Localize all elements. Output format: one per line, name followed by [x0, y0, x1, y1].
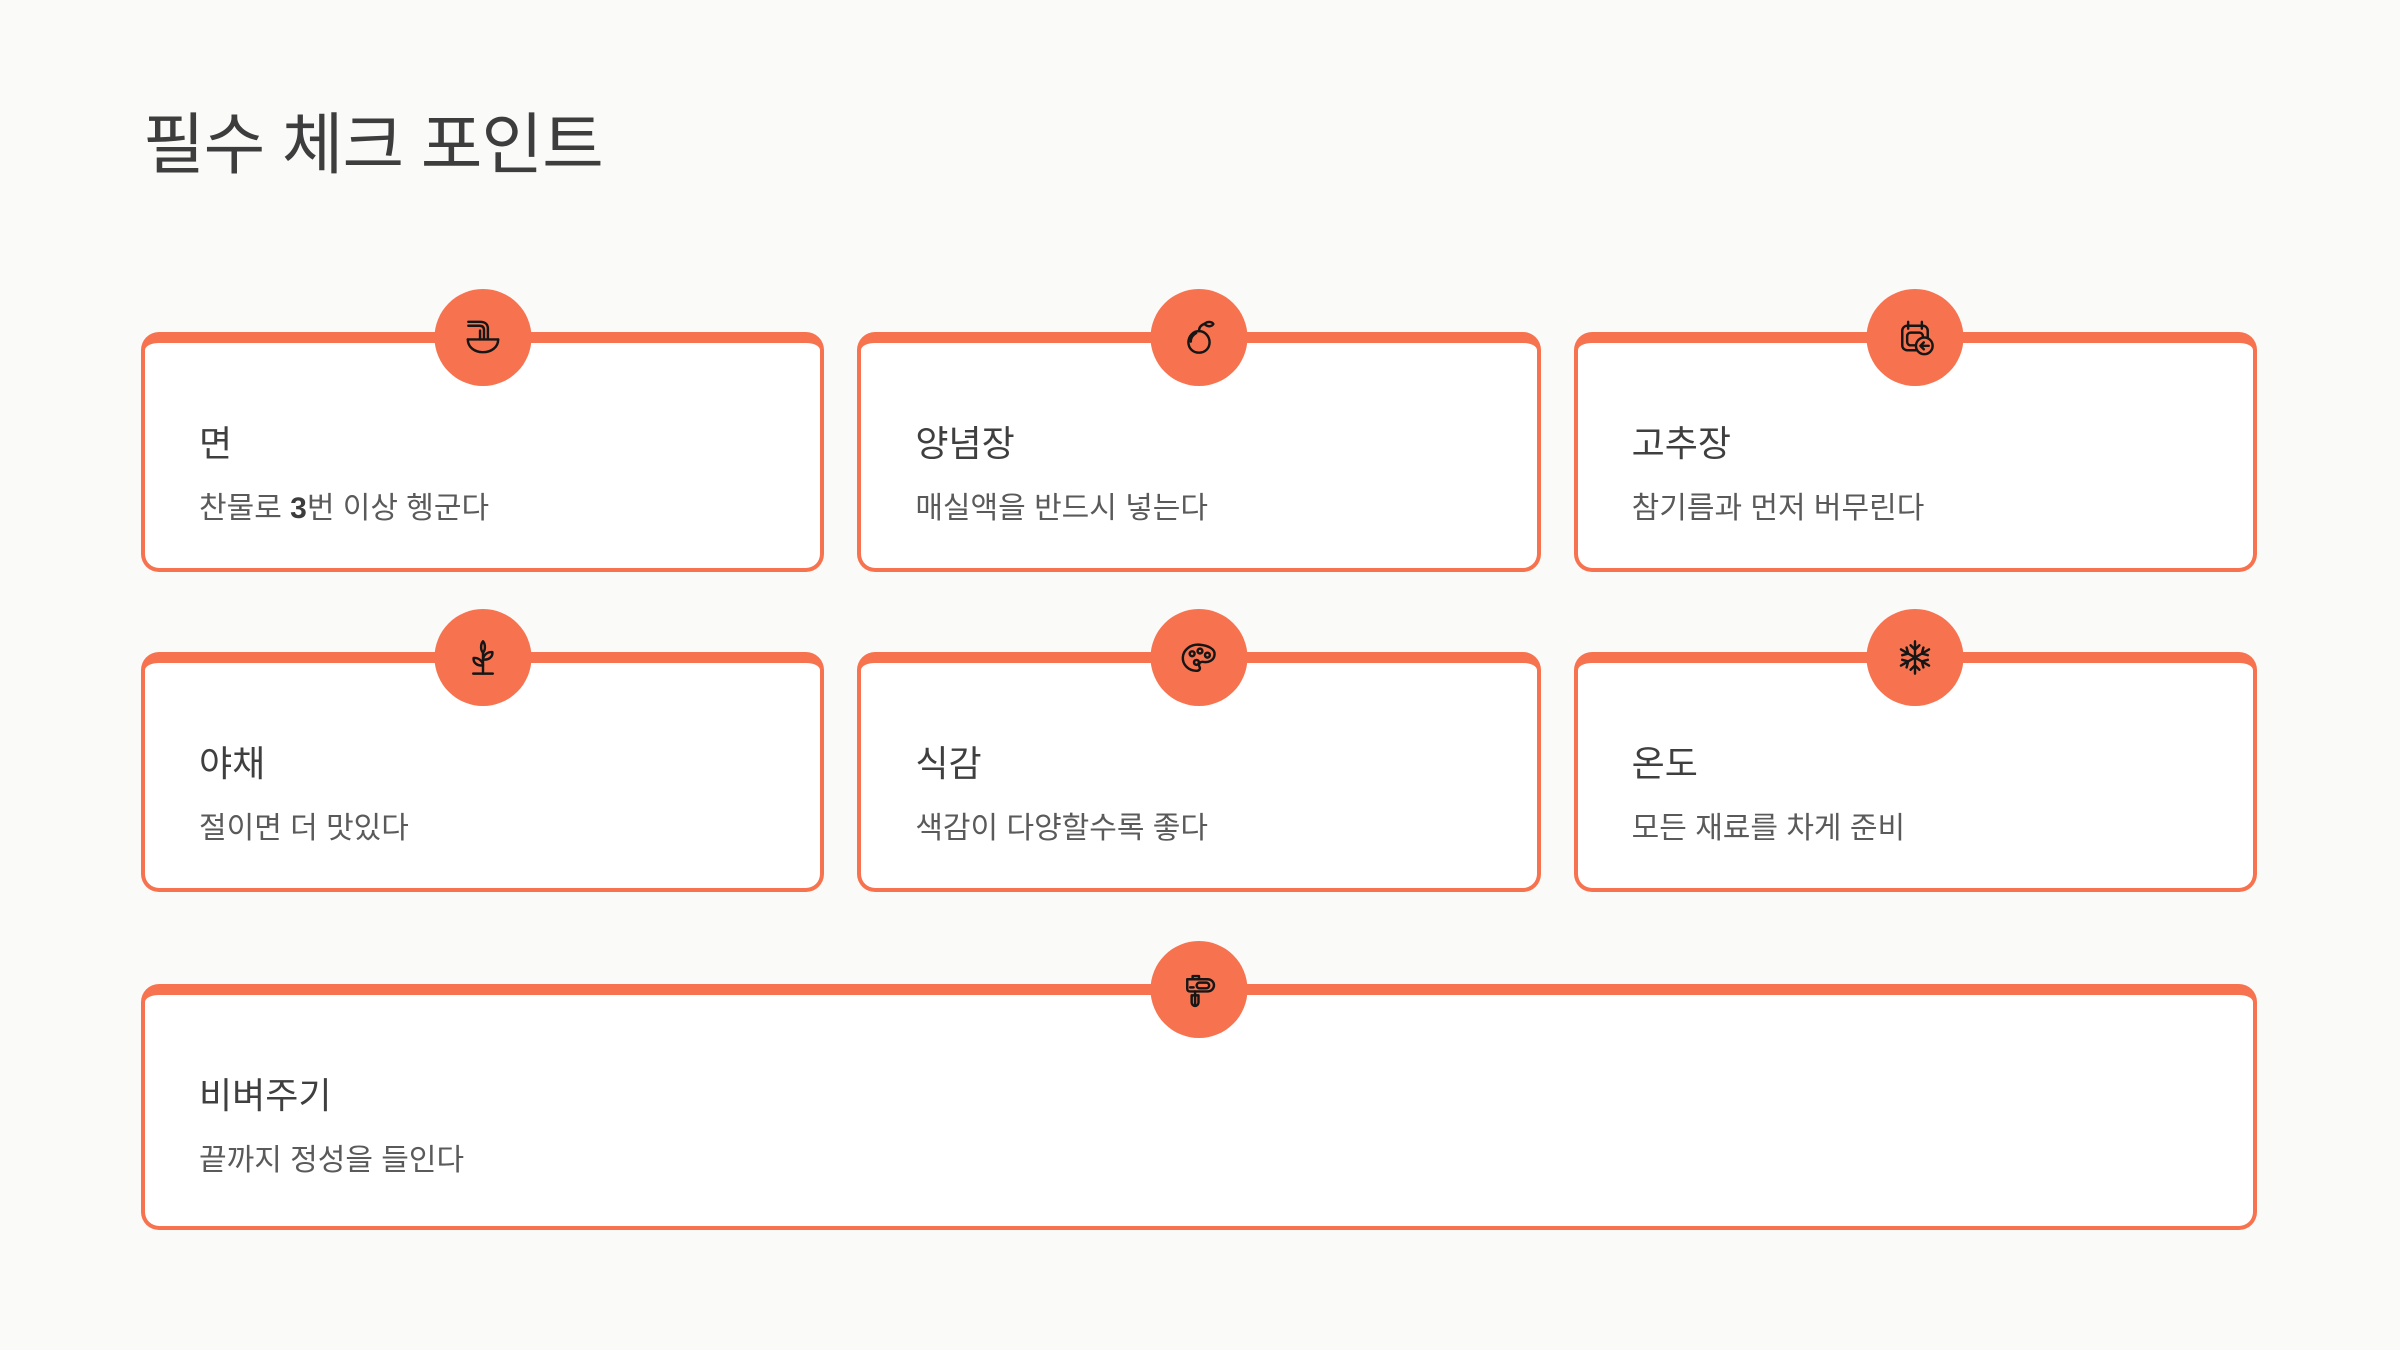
- description-segment: 번 이상 헹군다: [306, 492, 490, 526]
- description-segment: 절이면 더 맛있다: [199, 812, 409, 846]
- card-description: 참기름과 먼저 버무린다: [1632, 491, 2199, 527]
- description-segment: 참기름과 먼저 버무린다: [1631, 492, 1925, 526]
- card-icon-badge: [434, 289, 532, 386]
- snowflake-icon: [1892, 634, 1939, 681]
- card-icon-badge: [1150, 609, 1248, 706]
- description-segment: 모든 재료를 차게 준비: [1631, 812, 1906, 846]
- description-segment: 끝까지 정성을 들인다: [199, 1144, 465, 1178]
- page-title: 필수 체크 포인트: [143, 108, 604, 183]
- card-title: 식감: [915, 743, 982, 784]
- card-description: 끝까지 정성을 들인다: [199, 1143, 2199, 1179]
- plum-fruit-icon: [1175, 314, 1222, 361]
- card-title: 면: [199, 423, 233, 464]
- card-title: 비벼주기: [199, 1075, 332, 1116]
- hand-mixer-icon: [1175, 966, 1222, 1013]
- card-icon-badge: [1150, 941, 1248, 1038]
- palette-icon: [1175, 634, 1222, 681]
- card-title: 온도: [1631, 743, 1698, 784]
- card-title: 야채: [199, 743, 266, 784]
- card-icon-badge: [434, 609, 532, 706]
- card-description: 매실액을 반드시 넣는다: [915, 491, 1482, 527]
- description-bold-segment: 3: [290, 492, 307, 526]
- card-description: 절이면 더 맛있다: [199, 811, 766, 847]
- card-title: 양념장: [915, 423, 1015, 464]
- check-card: 고추장 참기름과 먼저 버무린다: [1573, 289, 2257, 572]
- description-segment: 찬물로: [199, 492, 291, 526]
- card-title: 고추장: [1631, 423, 1732, 464]
- description-segment: 매실액을 반드시 넣는다: [915, 492, 1208, 526]
- calendar-back-arrow-icon: [1892, 314, 1939, 361]
- check-card: 온도 모든 재료를 차게 준비: [1573, 609, 2257, 892]
- check-card: 면 찬물로 3번 이상 헹군다: [141, 289, 825, 572]
- check-card: 야채 절이면 더 맛있다: [141, 609, 825, 892]
- description-segment: 색감이 다양할수록 좋다: [915, 812, 1208, 846]
- card-icon-badge: [1866, 609, 1964, 706]
- noodle-bowl-icon: [459, 314, 506, 361]
- check-card: 식감 색감이 다양할수록 좋다: [857, 609, 1541, 892]
- card-grid: 면 찬물로 3번 이상 헹군다 양념장 매실액을 반드시 넣는다 고추장 참기름…: [141, 289, 2257, 1230]
- check-card: 양념장 매실액을 반드시 넣는다: [857, 289, 1541, 572]
- card-description: 모든 재료를 차게 준비: [1632, 811, 2199, 847]
- card-icon-badge: [1150, 289, 1248, 386]
- check-card: 비벼주기 끝까지 정성을 들인다: [141, 941, 2257, 1230]
- card-icon-badge: [1866, 289, 1964, 386]
- card-description: 찬물로 3번 이상 헹군다: [199, 491, 766, 527]
- plant-sprout-icon: [459, 634, 506, 681]
- card-description: 색감이 다양할수록 좋다: [915, 811, 1482, 847]
